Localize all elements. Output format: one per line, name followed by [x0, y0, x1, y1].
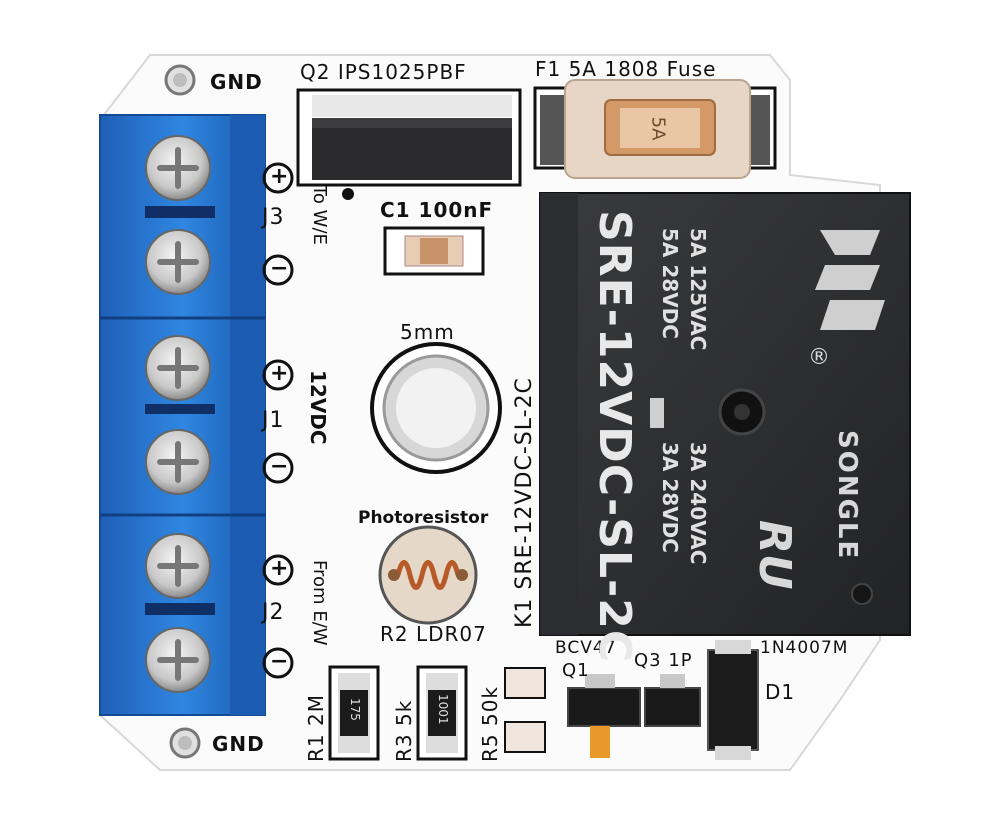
j3-minus: − [270, 256, 289, 281]
j3-label: J3 [262, 205, 285, 230]
photoresistor-label: Photoresistor [358, 508, 489, 528]
songle-logo [815, 230, 885, 330]
j3-plus: + [270, 164, 289, 189]
r1-resistor [328, 665, 380, 761]
q1-part: BCV47 [555, 638, 617, 658]
r3-resistor [416, 665, 468, 761]
r2-ldr-label: R2 LDR07 [380, 622, 487, 646]
relay-rating-1b: 5A 28VDC [658, 228, 682, 339]
relay-model: SRE-12VDC-SL-2C [589, 210, 640, 664]
r5-label: R5 50k [478, 685, 502, 762]
r1-code: 175 [348, 698, 362, 721]
relay-registered-mark: ® [808, 345, 830, 370]
relay-rating-2a: 3A 240VAC [686, 442, 710, 565]
j2-minus: − [270, 649, 289, 674]
k1-label: K1 SRE-12VDC-SL-2C [512, 377, 537, 628]
fuse-marking: 5A [647, 116, 669, 141]
c1-label: C1 100nF [380, 198, 494, 222]
d1-diode [707, 640, 759, 760]
q2-label: Q2 IPS1025PBF [300, 60, 467, 84]
gnd-bottom-label: GND [212, 732, 265, 756]
mount-hole-5mm [370, 342, 502, 474]
j1-desc: 12VDC [306, 370, 330, 445]
j2-plus: + [270, 556, 289, 581]
q3-transistor [644, 674, 701, 727]
q3-label: Q3 1P [634, 650, 693, 671]
j2-desc: From E/W [309, 560, 330, 646]
r3-code: 1001 [436, 694, 450, 725]
q2-transistor [296, 88, 522, 200]
photoresistor [378, 525, 478, 625]
relay-rating-1a: 5A 125VAC [686, 228, 710, 351]
screws [145, 135, 211, 693]
j1-minus: − [270, 454, 289, 479]
relay-cert-mark: RU [749, 520, 800, 590]
j1-label: J1 [262, 408, 285, 433]
terminal-blocks [99, 114, 266, 716]
d1-label: D1 [765, 680, 796, 704]
r5-pads [504, 667, 546, 753]
j3-desc: To W/E [309, 185, 330, 245]
r1-label: R1 2M [304, 694, 328, 762]
q1-label: Q1 [562, 660, 590, 681]
fuse-label: F1 5A 1808 Fuse [535, 57, 717, 81]
c1-capacitor [383, 226, 485, 276]
j2-label: J2 [262, 600, 285, 625]
j1-plus: + [270, 361, 289, 386]
relay-brand: SONGLE [832, 430, 862, 561]
gnd-top-label: GND [210, 70, 263, 94]
fuse [533, 79, 777, 179]
polarity-markers [262, 162, 294, 679]
hole-5mm-label: 5mm [400, 320, 455, 344]
q1-transistor [567, 674, 641, 758]
d1-part: 1N4007M [760, 638, 849, 658]
r3-label: R3 5k [392, 699, 416, 762]
relay-rating-2b: 3A 28VDC [658, 442, 682, 553]
